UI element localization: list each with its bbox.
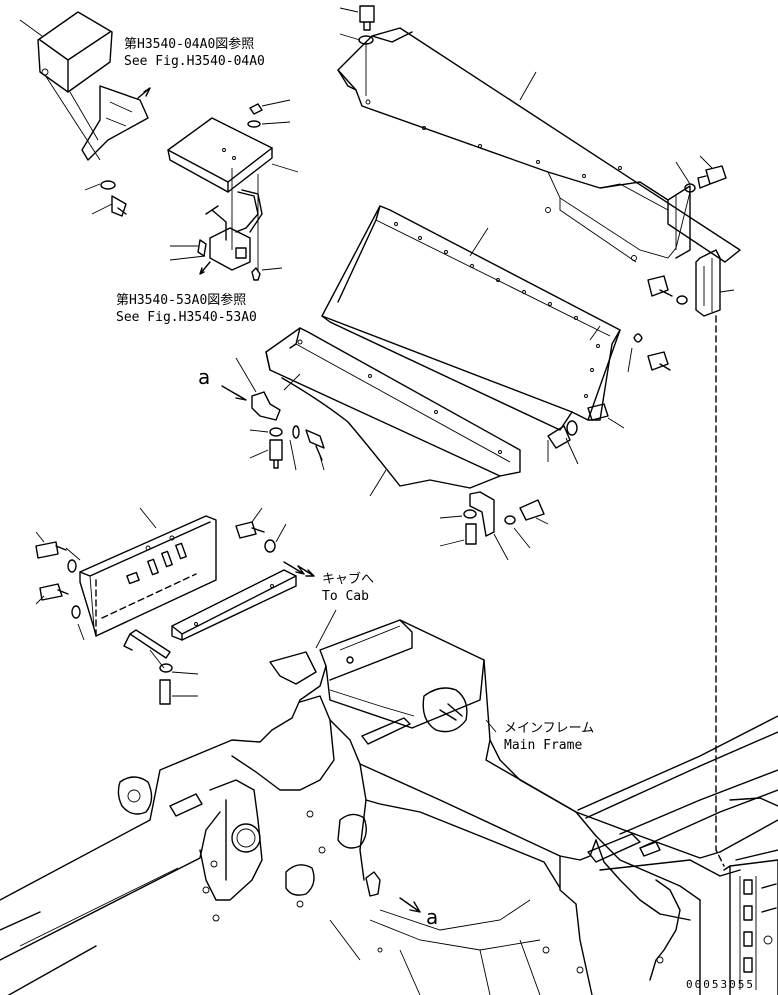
- drawing-number: 00053055: [686, 978, 755, 991]
- view-a-arrow-top: [221, 385, 247, 401]
- main-frame: [0, 315, 778, 995]
- cab-label-en: To Cab: [322, 589, 369, 604]
- cab-label-jp: キャブへ: [322, 572, 375, 587]
- view-a-arrow-bottom: [399, 897, 421, 913]
- middle-tray-cover: [321, 205, 671, 465]
- hose-plate-assembly: [167, 99, 299, 281]
- view-a-leader: [283, 373, 301, 391]
- frame-label-en: Main Frame: [504, 738, 583, 753]
- under-cover-plate: [235, 327, 549, 561]
- side-bolts-upper: [647, 155, 735, 317]
- frame-leader: [485, 719, 497, 733]
- cab-leader: [315, 609, 337, 649]
- cab-arrow: [297, 565, 315, 577]
- frame-label-jp: メインフレーム: [504, 721, 595, 736]
- ref-label-jp-2: 第H3540-53A0図参照: [116, 293, 247, 308]
- ref-label-en-1: See Fig.H3540-04A0: [124, 54, 265, 69]
- view-a-label-top: a: [198, 365, 211, 389]
- view-a-label-bottom: a: [426, 905, 439, 929]
- cover-bracket-assembly: [19, 11, 151, 217]
- ref-label-jp-1: 第H3540-04A0図参照: [124, 37, 255, 52]
- cab-mount-bracket-assembly: [35, 507, 305, 705]
- top-cover-plate: [337, 5, 741, 263]
- ref-label-en-2: See Fig.H3540-53A0: [116, 310, 257, 325]
